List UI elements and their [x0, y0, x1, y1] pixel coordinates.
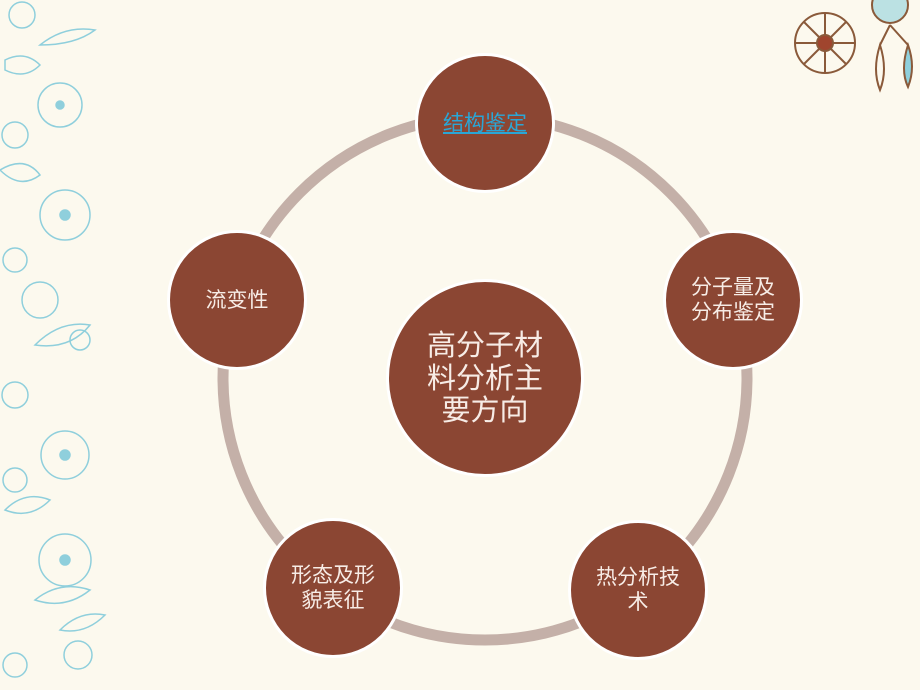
node-structure-identification-link[interactable]: 结构鉴定 — [443, 110, 527, 135]
floral-border-left-decoration — [0, 1, 107, 678]
node-thermal-analysis: 热分析技术 — [568, 520, 708, 660]
node-rheology: 流变性 — [167, 230, 307, 370]
node-molecular-weight-label: 分子量及分布鉴定 — [691, 275, 775, 324]
node-structure-identification[interactable]: 结构鉴定 — [415, 53, 555, 193]
node-molecular-weight-distribution: 分子量及分布鉴定 — [663, 230, 803, 370]
node-morphology-label: 形态及形貌表征 — [291, 563, 375, 612]
node-rheology-label: 流变性 — [205, 287, 269, 312]
node-thermal-analysis-label: 热分析技术 — [596, 565, 680, 614]
center-node-label: 高分子材料分析主要方向 — [426, 328, 543, 428]
floral-corner-right-decoration — [794, 0, 913, 93]
node-morphology-characterization: 形态及形貌表征 — [263, 518, 403, 658]
center-node-polymer-analysis-directions: 高分子材料分析主要方向 — [386, 279, 584, 477]
